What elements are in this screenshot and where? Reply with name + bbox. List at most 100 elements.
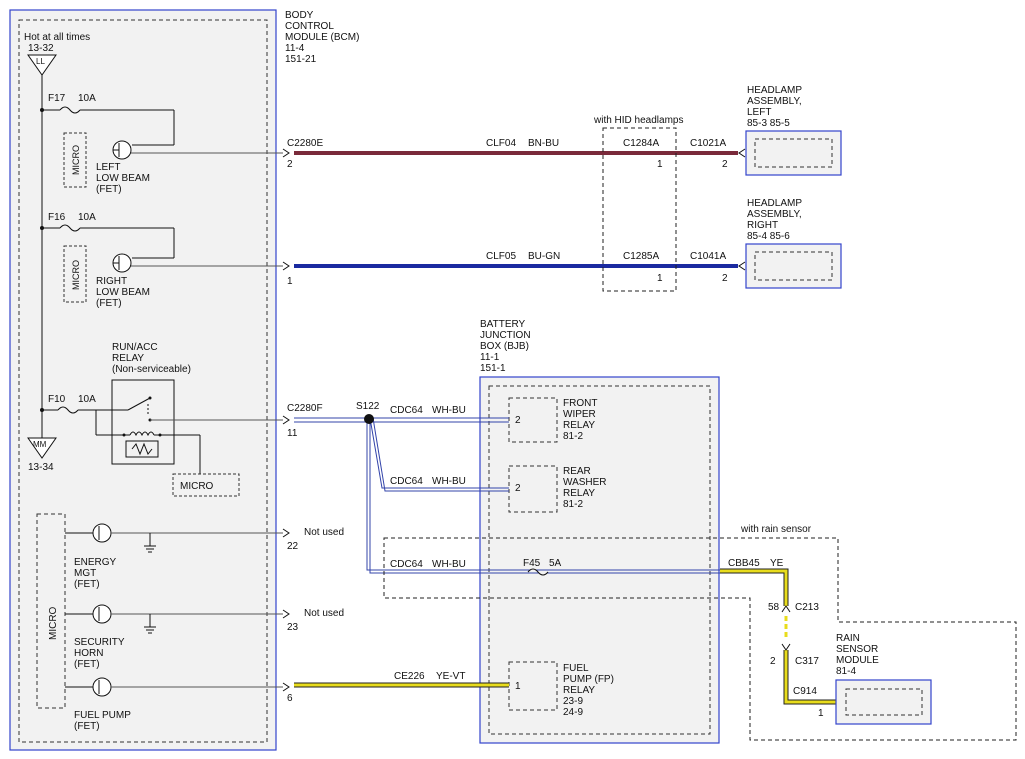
svg-text:WIPER: WIPER xyxy=(563,409,596,420)
svg-text:F10: F10 xyxy=(48,394,66,405)
headlamp-left-pin-icon xyxy=(738,148,746,158)
wire-cbb45 xyxy=(720,568,838,705)
right-bcm-pin-icon xyxy=(282,261,290,271)
svg-text:23-9: 23-9 xyxy=(563,696,583,707)
fet-security-label-3: (FET) xyxy=(74,659,100,670)
svg-text:RELAY: RELAY xyxy=(563,488,595,499)
headlamp-right-pin-icon xyxy=(738,261,746,271)
label-cdc64-2-color: WH-BU xyxy=(432,476,466,487)
svg-text:81-4: 81-4 xyxy=(836,666,856,677)
c317-pin-icon xyxy=(781,643,791,651)
splice-s122-label: S122 xyxy=(356,401,380,412)
pin-left-bcm: 2 xyxy=(287,159,293,170)
relay-label-1: RUN/ACC xyxy=(112,342,158,353)
bcm-label-5: 151-21 xyxy=(285,54,317,65)
fet-left-label-3: (FET) xyxy=(96,184,122,195)
svg-text:ASSEMBLY,: ASSEMBLY, xyxy=(747,209,802,220)
front-wiper-relay: 2 FRONT WIPER RELAY 81-2 xyxy=(508,397,597,443)
micro-box-relay xyxy=(172,473,240,497)
pin-58: 58 xyxy=(768,602,780,613)
fuse-f16: F16 10A xyxy=(40,212,175,259)
not-used-23-pin-icon xyxy=(282,609,290,619)
label-cdc64-2: CDC64 xyxy=(390,476,423,487)
svg-text:151-1: 151-1 xyxy=(480,363,506,374)
label-cbb45-color: YE xyxy=(770,558,784,569)
svg-text:REAR: REAR xyxy=(563,466,591,477)
hot-label: Hot at all times xyxy=(24,32,90,43)
pin-c1285a: 1 xyxy=(657,273,663,284)
fet-right-label-2: LOW BEAM xyxy=(96,287,150,298)
label-ce226: CE226 xyxy=(394,671,425,682)
hid-label: with HID headlamps xyxy=(593,115,683,126)
fuse-f17: F17 10A xyxy=(40,93,175,146)
svg-text:1: 1 xyxy=(515,681,521,692)
relay-label-3: (Non-serviceable) xyxy=(112,364,191,375)
svg-text:2: 2 xyxy=(515,415,521,426)
pin-c1284a: 1 xyxy=(657,159,663,170)
svg-text:HEADLAMP: HEADLAMP xyxy=(747,85,802,96)
fet-fuel-label-2: (FET) xyxy=(74,721,100,732)
not-used-23-label: Not used xyxy=(304,608,344,619)
not-used-22-label: Not used xyxy=(304,527,344,538)
ground-ref-ref: 13-34 xyxy=(28,462,54,473)
wire-cdc64 xyxy=(294,417,720,574)
micro-label-left: MICRO xyxy=(71,145,81,175)
fet-energy-label-2: MGT xyxy=(74,568,96,579)
svg-text:BOX (BJB): BOX (BJB) xyxy=(480,341,529,352)
svg-text:ASSEMBLY,: ASSEMBLY, xyxy=(747,96,802,107)
label-clf04-color: BN-BU xyxy=(528,138,559,149)
conn-c317: C317 xyxy=(795,656,819,667)
pin-c1041a: 2 xyxy=(722,273,728,284)
hot-connector-icon xyxy=(27,54,57,76)
svg-text:WASHER: WASHER xyxy=(563,477,607,488)
fet-left-low-beam-icon xyxy=(112,140,132,160)
conn-c1285a: C1285A xyxy=(623,251,659,262)
svg-text:SENSOR: SENSOR xyxy=(836,644,878,655)
fet-right-label-3: (FET) xyxy=(96,298,122,309)
fuse-f10: F10 10A xyxy=(40,394,128,414)
fet-energy-label-1: ENERGY xyxy=(74,557,117,568)
headlamp-left: HEADLAMP ASSEMBLY, LEFT 85-3 85-5 xyxy=(745,85,842,176)
svg-text:JUNCTION: JUNCTION xyxy=(480,330,531,341)
svg-text:10A: 10A xyxy=(78,394,96,405)
rain-sensor-module: RAIN SENSOR MODULE 81-4 xyxy=(835,633,932,725)
fuse-f45-icon xyxy=(527,568,549,576)
svg-text:F17: F17 xyxy=(48,93,66,104)
label-cdc64-3: CDC64 xyxy=(390,559,423,570)
fet-right-low-beam-icon xyxy=(112,253,132,273)
hid-option-box xyxy=(602,127,677,292)
conn-c2280e: C2280E xyxy=(287,138,323,149)
label-ce226-color: YE-VT xyxy=(436,671,465,682)
conn-c914: C914 xyxy=(793,686,817,697)
fet-energy-mgt-icon xyxy=(65,523,283,553)
svg-text:2: 2 xyxy=(515,483,521,494)
svg-text:10A: 10A xyxy=(78,93,96,104)
run-acc-relay-icon xyxy=(95,379,283,474)
micro-box-lower xyxy=(36,513,66,709)
pin-6: 6 xyxy=(287,693,293,704)
ground-ref-icon xyxy=(27,437,57,459)
svg-text:PUMP (FP): PUMP (FP) xyxy=(563,674,614,685)
label-cdc64-1-color: WH-BU xyxy=(432,405,466,416)
svg-text:RELAY: RELAY xyxy=(563,685,595,696)
not-used-22-pin-icon xyxy=(282,528,290,538)
relay-label-2: RELAY xyxy=(112,353,144,364)
fet-left-label-1: LEFT xyxy=(96,162,120,173)
svg-text:RELAY: RELAY xyxy=(563,420,595,431)
svg-text:F16: F16 xyxy=(48,212,66,223)
fuse-f45-label: F45 xyxy=(523,558,541,569)
label-cdc64-3-color: WH-BU xyxy=(432,559,466,570)
svg-text:FRONT: FRONT xyxy=(563,398,597,409)
svg-text:11-1: 11-1 xyxy=(480,352,500,363)
conn-c1041a: C1041A xyxy=(690,251,726,262)
rear-washer-relay: 2 REAR WASHER RELAY 81-2 xyxy=(508,465,607,513)
micro-label-lower: MICRO xyxy=(48,606,59,640)
hot-ref: 13-32 xyxy=(28,43,54,54)
micro-label-relay: MICRO xyxy=(180,481,214,492)
svg-text:81-2: 81-2 xyxy=(563,499,583,510)
fuel-bcm-pin-icon xyxy=(282,682,290,692)
svg-text:85-3 85-5: 85-3 85-5 xyxy=(747,118,790,129)
splice-s122-icon xyxy=(364,414,374,424)
bcm-label-4: 11-4 xyxy=(285,43,305,54)
